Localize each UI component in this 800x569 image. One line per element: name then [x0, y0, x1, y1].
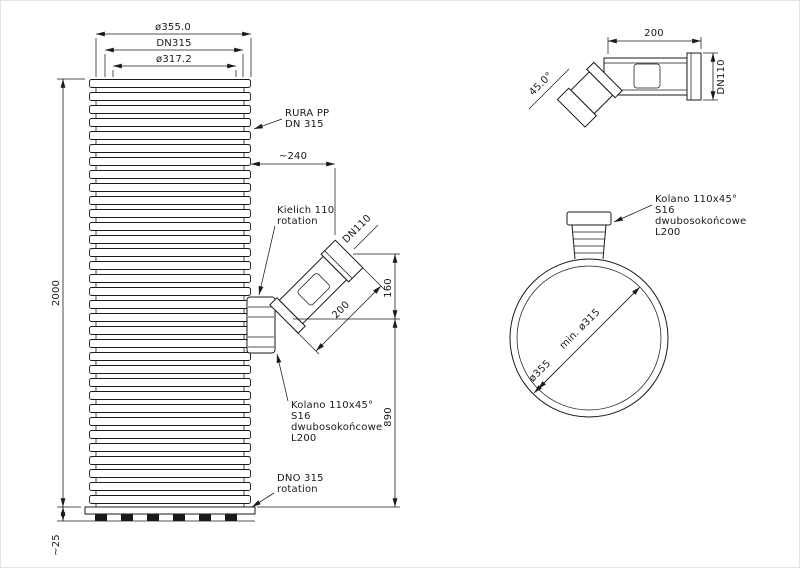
elbow-label-line3: dwubosokońcowe	[291, 421, 382, 433]
bottom-label-line2: rotation	[277, 484, 318, 495]
dim-outer-dia: ø355.0	[95, 22, 252, 77]
branch-elbow	[269, 239, 364, 334]
bottom-label: DNO 315 rotation	[251, 473, 324, 508]
dim-plan-outer-dia-text: ø355	[527, 358, 553, 384]
elbow-bent-leg	[556, 61, 623, 128]
height-dimension: 2000	[51, 78, 85, 508]
branch-dn-dimension: DN110	[341, 213, 379, 250]
dim-base-text: ~25	[51, 534, 62, 556]
bottom-label-line1: DNO 315	[277, 473, 324, 484]
socket-label: Kielich 110 rotation	[258, 205, 334, 296]
socket-label-line2: rotation	[277, 216, 318, 227]
plan-elbow-label-line3: dwubosokońcowe	[655, 215, 746, 227]
elbow-label-line1: Kolano 110x45°	[291, 400, 373, 411]
dim-branch-dn-text: DN110	[341, 213, 374, 246]
elbow-marking-plate-2	[633, 63, 661, 89]
dim-inner-dia-text: ø317.2	[156, 54, 192, 65]
plan-elbow-label-line1: Kolano 110x45°	[655, 194, 737, 205]
dim-inner-dia: ø317.2	[112, 54, 237, 77]
plan-outer-dia-dimension: ø355	[527, 358, 561, 394]
dim-invert-text: 890	[383, 407, 394, 427]
dim-rise-text: 160	[383, 278, 394, 298]
front-view: ø355.0 DN315 ø317.2 2000	[51, 22, 400, 556]
dim-offset-text: ~240	[279, 151, 307, 162]
elbow-label: Kolano 110x45° S16 dwubosokońcowe L200	[276, 353, 382, 444]
socket-label-line1: Kielich 110	[277, 205, 334, 216]
plan-elbow-stub	[566, 211, 612, 260]
riser-pipe	[84, 79, 256, 522]
plan-elbow-label-line4: L200	[655, 227, 680, 238]
dim-dn315-text: DN315	[156, 38, 191, 49]
elbow-bell	[320, 239, 364, 283]
dim-angle-text: 45.0°	[527, 70, 555, 98]
corrugated-pipe-body	[89, 79, 251, 507]
elbow-bell-2	[686, 52, 702, 101]
elbow-label-line2: S16	[291, 411, 311, 422]
elbow-view-length-dimension: 200	[607, 28, 702, 54]
rise-dimension: 160	[293, 253, 400, 320]
dim-elbow-view-length-text: 200	[644, 28, 664, 39]
outer-circle	[509, 258, 669, 418]
bottom-plate	[84, 506, 256, 515]
dim-height-text: 2000	[51, 280, 62, 306]
bottom-feet	[85, 514, 255, 522]
plan-view: Kolano 110x45° S16 dwubosokońcowe L200 m…	[509, 194, 746, 418]
branch-socket	[246, 296, 276, 354]
elbow-label-line4: L200	[291, 433, 316, 444]
pipe-label-line2: DN 315	[285, 119, 324, 130]
offset-dimension: ~240	[251, 151, 336, 235]
pipe-label: RURA PP DN 315	[253, 108, 329, 130]
pipe-label-line1: RURA PP	[285, 108, 329, 119]
base-dimension: ~25	[51, 507, 85, 556]
elbow-view-dn-dimension: DN110	[703, 52, 727, 101]
elbow-side-view: 200 DN110 45.0°	[527, 28, 727, 128]
top-dimensions: ø355.0 DN315 ø317.2	[95, 22, 252, 77]
dim-dn315: DN315	[104, 38, 244, 77]
dim-outer-dia-text: ø355.0	[155, 22, 191, 33]
inner-circle	[516, 265, 662, 411]
dim-min-dia-text: min. ø315	[558, 307, 603, 352]
dim-elbow-view-dn-text: DN110	[716, 59, 727, 94]
invert-dimension: 890	[257, 319, 400, 508]
plan-elbow-label: Kolano 110x45° S16 dwubosokońcowe L200	[613, 194, 746, 238]
plan-elbow-label-line2: S16	[655, 205, 675, 216]
